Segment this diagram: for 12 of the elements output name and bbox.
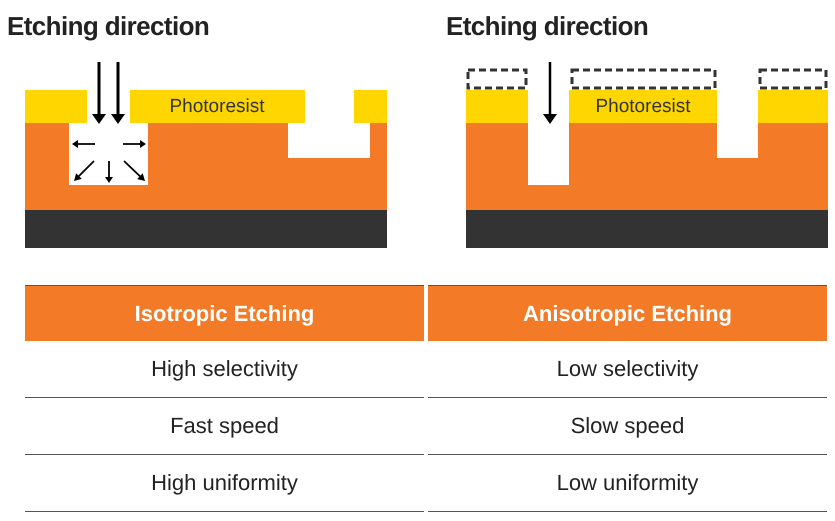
table-cell: Low selectivity bbox=[428, 341, 827, 398]
column-header: Isotropic Etching bbox=[25, 285, 424, 341]
layer-label: Photoresist bbox=[595, 96, 691, 118]
heading: Etching direction bbox=[7, 11, 210, 41]
layer-label: Photoresist bbox=[169, 96, 265, 118]
table-cell: High selectivity bbox=[25, 341, 424, 398]
table-cell: Low uniformity bbox=[428, 455, 827, 512]
table-cell: Fast speed bbox=[25, 398, 424, 455]
column-header: Anisotropic Etching bbox=[428, 285, 827, 341]
table-cell: High uniformity bbox=[25, 455, 424, 512]
table-cell: Slow speed bbox=[428, 398, 827, 455]
heading: Etching direction bbox=[446, 11, 648, 41]
